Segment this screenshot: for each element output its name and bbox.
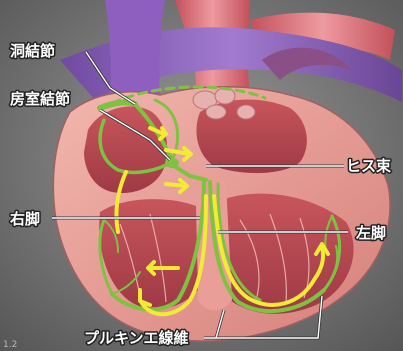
label-av-node: 房室結節 — [10, 90, 70, 108]
label-left-bundle-branch: 左脚 — [355, 224, 386, 242]
label-sinoatrial-node: 洞結節 — [10, 42, 55, 60]
label-bundle-of-his: ヒス束 — [346, 157, 392, 175]
right-atrium — [84, 106, 167, 193]
label-purkinje-fibers: プルキンエ線維 — [84, 329, 189, 347]
superior-vena-cava — [105, 0, 165, 100]
figure-number: 1.2 — [3, 340, 17, 350]
label-right-bundle-branch: 右脚 — [10, 210, 40, 228]
